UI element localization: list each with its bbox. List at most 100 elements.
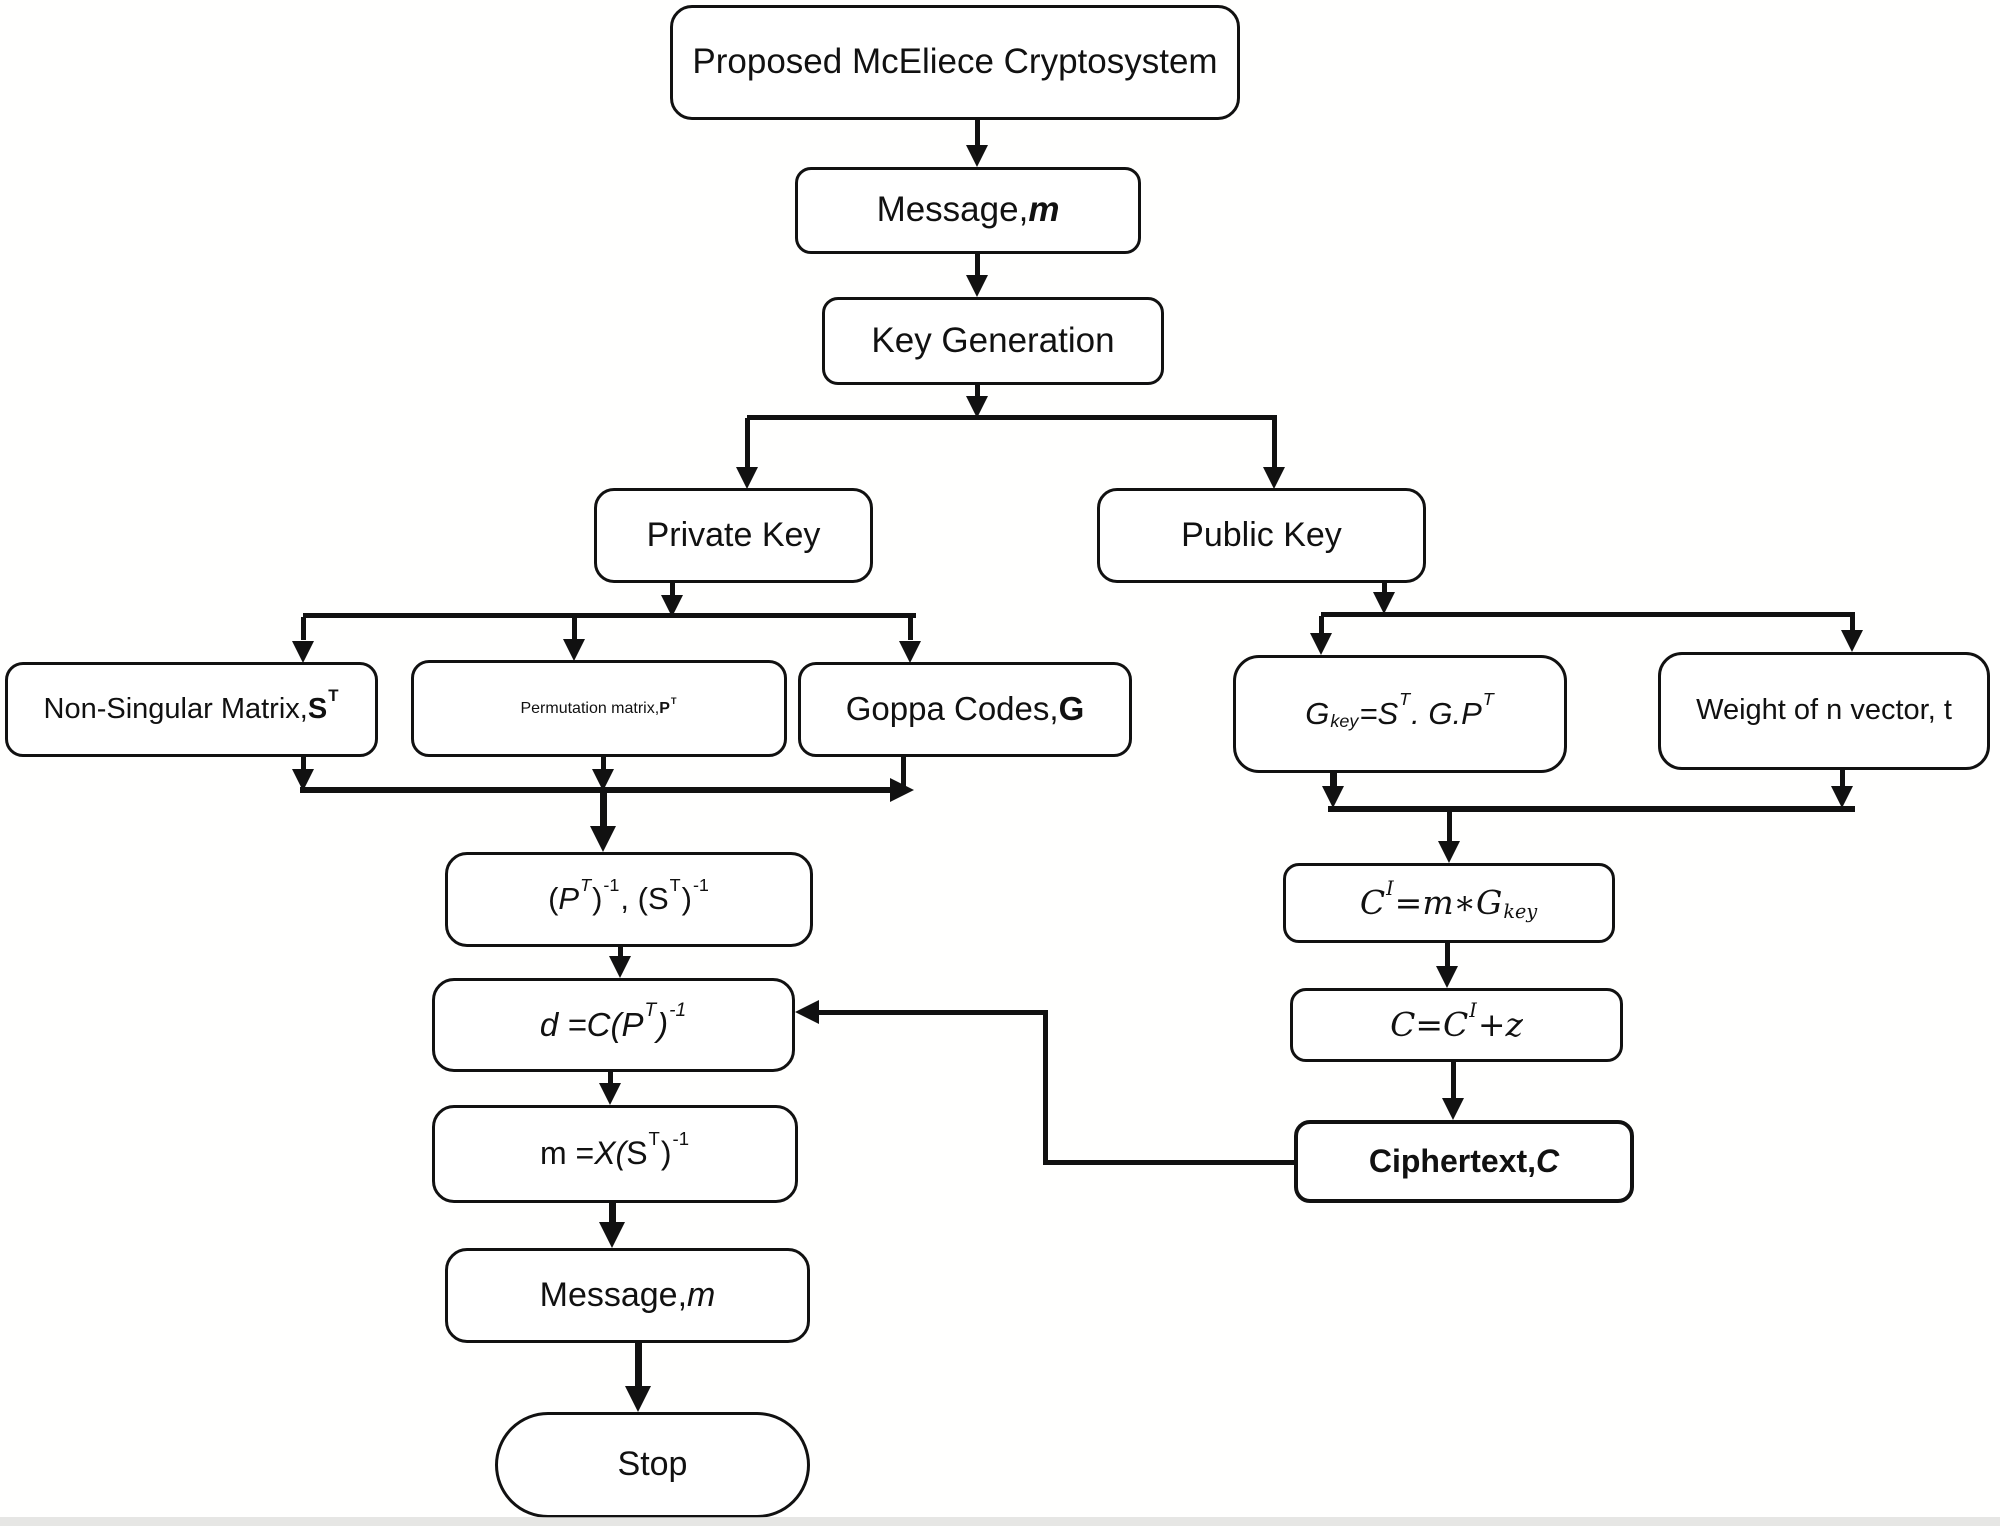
formula-segment: ) [660,1135,672,1172]
formula-segment: C [1359,882,1386,922]
formula-segment: key [1503,900,1538,924]
arrowhead-gkey-collector [1322,786,1344,808]
arrow-private-to-distributor [670,583,675,598]
arrowhead-into-c2 [1436,966,1458,988]
formula-segment: T [1482,689,1494,710]
formula-segment: T [580,874,592,895]
collector-line-private [300,787,892,793]
branch-drop-public [1272,418,1277,468]
formula-segment: d = [539,1005,587,1043]
arrowhead-permutation-collector [592,769,614,791]
drop-to-permutation [572,617,577,639]
formula-segment: C( [586,1005,622,1043]
feedback-line-horizontal-upper [817,1010,1047,1015]
formula-segment: m = [539,1135,595,1172]
formula-segment: S [647,881,669,917]
formula-segment: -1 [692,874,709,895]
formula-segment: Non-Singular Matrix, [43,692,308,725]
formula-segment: Goppa Codes, [845,690,1059,728]
arrowhead-collector-right-end [890,778,914,802]
formula-segment: I [1386,876,1394,900]
arrowhead-into-c1 [1438,841,1460,863]
drop-to-gkey [1319,616,1324,634]
arrow-keygen-to-branch [975,385,980,400]
arrowhead-into-gkey [1310,633,1332,655]
arrowhead-keygen-to-branch [966,396,988,418]
arrowhead-into-private-key [736,467,758,489]
arrow-c2-to-ciphertext [1451,1062,1456,1099]
formula-segment: T [644,999,657,1021]
node-goppa-codes: Goppa Codes, G [798,662,1132,757]
arrow-message-to-keygen [975,254,980,278]
formula-segment: T [328,686,339,706]
formula-segment: Permutation matrix, [520,699,660,717]
node-private-key: Private Key [594,488,873,583]
drop-to-goppa [908,617,913,640]
formula-segment: Message, [876,190,1029,230]
formula-segment: I [1469,998,1477,1022]
arrow-m-to-message-out [609,1203,616,1223]
arrowhead-into-public-key [1263,467,1285,489]
formula-segment: C [1443,1004,1469,1044]
arrowhead-into-goppa [899,641,921,663]
arrowhead-non-singular-collector [292,769,314,791]
arrowhead-message-to-keygen [966,275,988,297]
arrowhead-into-inverse [590,826,616,852]
arrow-c1-to-c2 [1445,943,1450,967]
formula-segment: G [1058,690,1085,728]
distributor-line-private [303,613,916,618]
formula-segment: Ciphertext, [1368,1142,1537,1179]
arrow-collector-to-inverse [600,793,607,829]
formula-segment: + [1477,1004,1506,1044]
formula-segment: Message, [539,1275,688,1314]
feed-gkey-to-collector [1330,773,1337,787]
formula-segment: = [1359,695,1378,731]
bottom-edge-strip [0,1517,2000,1526]
formula-segment: S [307,692,328,725]
formula-segment: P [1461,695,1482,731]
formula-segment: z [1505,1004,1523,1044]
formula-segment: G [1476,882,1503,922]
formula-segment: , ( [620,881,648,917]
formula-segment: T [648,1128,660,1150]
formula-segment: m [1028,190,1060,230]
node-public-key: Public Key [1097,488,1426,583]
formula-segment: P [621,1005,644,1043]
formula-segment: -1 [669,999,687,1021]
arrowhead-into-permutation [563,639,585,661]
formula-segment: ∗ [1453,882,1477,922]
arrow-public-to-distributor [1382,583,1387,595]
formula-segment: C [1536,1142,1560,1179]
formula-segment: X( [594,1135,627,1172]
arrowhead-into-non-singular [292,641,314,663]
formula-segment: S [626,1135,648,1172]
formula-segment: -1 [672,1128,690,1150]
formula-segment: m [1422,882,1454,922]
arrowhead-feedback-into-d [795,1000,819,1024]
formula-segment: T [669,874,681,895]
feedback-line-vertical [1043,1010,1048,1165]
arrowhead-into-stop [625,1386,651,1412]
distributor-line-public [1321,612,1855,617]
arrowhead-title-to-message [966,145,988,167]
node-stop: Stop [495,1412,810,1518]
formula-segment: P [659,699,670,717]
formula-segment: key [1330,711,1359,732]
formula-segment: C [1390,1004,1416,1044]
arrow-d-to-m [608,1072,613,1085]
drop-to-weight [1850,616,1855,631]
formula-segment: ) [592,881,603,917]
arrow-message-out-to-stop [635,1343,642,1387]
node-message-input: Message, m [795,167,1141,254]
feedback-line-horizontal-lower [1045,1160,1294,1165]
arrowhead-into-d [609,956,631,978]
arrowhead-public-to-distributor [1373,592,1395,614]
feed-goppa-to-collector [901,757,906,789]
